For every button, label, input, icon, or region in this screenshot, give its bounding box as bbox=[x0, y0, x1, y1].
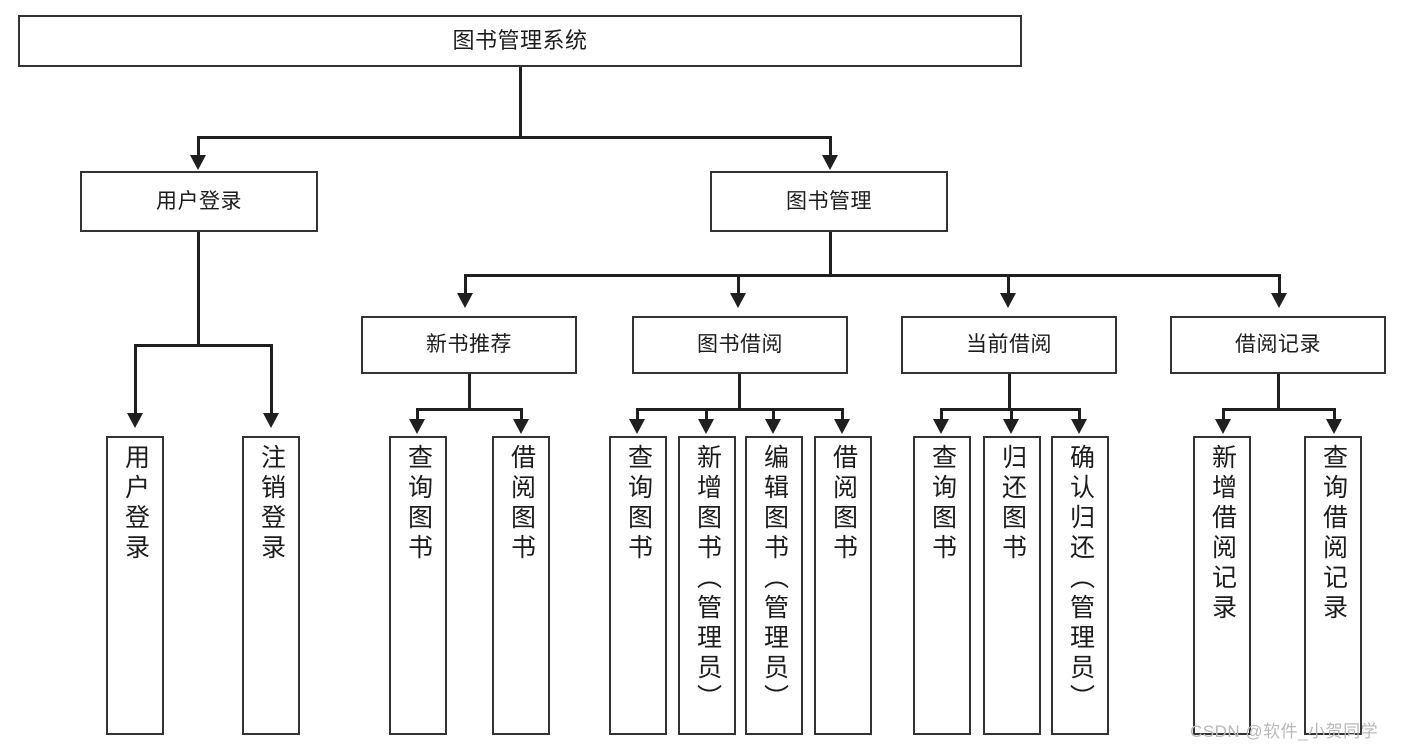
arrow-book-borrow-to-leaf-1 bbox=[698, 419, 714, 434]
connector-borrow-record-stem bbox=[1277, 374, 1280, 408]
connector-user-login-to-leaf-1 bbox=[270, 344, 273, 416]
connector-new-book-bus bbox=[416, 408, 522, 411]
connector-user-login-stem bbox=[197, 232, 200, 344]
node-label: 编辑图书（管理员） bbox=[760, 444, 789, 714]
leaf-current-borrow-1[interactable]: 归还图书 bbox=[983, 436, 1041, 735]
node-label: 归还图书 bbox=[998, 444, 1027, 564]
connector-book-borrow-to-leaf-2 bbox=[772, 408, 775, 420]
connector-book-borrow-bus bbox=[636, 408, 843, 411]
arrow-book-mgmt-to-l3-0 bbox=[457, 293, 473, 308]
connector-root-to-book-mgmt bbox=[829, 136, 832, 158]
arrow-user-login-to-leaf-1 bbox=[263, 413, 279, 428]
node-label: 用户登录 bbox=[156, 189, 242, 213]
connector-root-to-user-login bbox=[197, 136, 200, 158]
node-current-borrow[interactable]: 当前借阅 bbox=[901, 316, 1117, 374]
leaf-book-borrow-2[interactable]: 编辑图书（管理员） bbox=[745, 436, 803, 735]
node-label: 用户登录 bbox=[121, 444, 150, 564]
arrow-borrow-record-to-leaf-1 bbox=[1326, 419, 1342, 434]
arrow-new-book-to-leaf-0 bbox=[409, 419, 425, 434]
connector-new-book-to-leaf-0 bbox=[416, 408, 419, 420]
arrow-current-borrow-to-leaf-1 bbox=[1003, 419, 1019, 434]
connector-new-book-stem bbox=[468, 374, 471, 408]
connector-book-borrow-to-leaf-1 bbox=[705, 408, 708, 420]
arrow-root-to-user-login bbox=[190, 155, 206, 170]
node-user-login[interactable]: 用户登录 bbox=[80, 171, 318, 232]
node-label: 图书管理 bbox=[786, 189, 872, 213]
connector-current-borrow-to-leaf-0 bbox=[940, 408, 943, 420]
arrow-book-borrow-to-leaf-3 bbox=[834, 419, 850, 434]
connector-borrow-record-to-leaf-1 bbox=[1333, 408, 1336, 420]
leaf-current-borrow-0[interactable]: 查询图书 bbox=[913, 436, 971, 735]
arrow-book-mgmt-to-l3-3 bbox=[1271, 293, 1287, 308]
arrow-book-borrow-to-leaf-2 bbox=[765, 419, 781, 434]
connector-book-borrow-to-leaf-0 bbox=[636, 408, 639, 420]
leaf-borrow-record-0[interactable]: 新增借阅记录 bbox=[1193, 436, 1251, 735]
leaf-borrow-record-1[interactable]: 查询借阅记录 bbox=[1304, 436, 1362, 735]
leaf-book-borrow-0[interactable]: 查询图书 bbox=[609, 436, 667, 735]
connector-current-borrow-stem bbox=[1008, 374, 1011, 408]
node-label: 图书借阅 bbox=[697, 333, 783, 357]
connector-borrow-record-to-leaf-0 bbox=[1222, 408, 1225, 420]
node-label: 图书管理系统 bbox=[452, 28, 588, 54]
connector-root-stem bbox=[519, 67, 522, 136]
connector-new-book-to-leaf-1 bbox=[520, 408, 523, 420]
node-label: 新书推荐 bbox=[426, 333, 512, 357]
node-label: 当前借阅 bbox=[966, 333, 1052, 357]
node-label: 借阅记录 bbox=[1235, 333, 1321, 357]
node-label: 注销登录 bbox=[257, 444, 286, 564]
node-label: 查询图书 bbox=[928, 444, 957, 564]
node-borrow-record[interactable]: 借阅记录 bbox=[1170, 316, 1386, 374]
arrow-root-to-book-mgmt bbox=[822, 155, 838, 170]
node-label: 查询借阅记录 bbox=[1319, 444, 1348, 624]
connector-book-mgmt-to-l3-3 bbox=[1278, 274, 1281, 296]
leaf-user-login-0[interactable]: 用户登录 bbox=[106, 436, 164, 735]
csdn-watermark: CSDN @软件_小贺同学 bbox=[1190, 722, 1379, 741]
node-book-borrow[interactable]: 图书借阅 bbox=[632, 316, 848, 374]
connector-borrow-record-bus bbox=[1222, 408, 1335, 411]
arrow-book-mgmt-to-l3-1 bbox=[730, 293, 746, 308]
node-label: 新增图书（管理员） bbox=[693, 444, 722, 714]
connector-root-bus bbox=[197, 136, 831, 139]
connector-book-mgmt-stem bbox=[829, 232, 832, 274]
node-label: 借阅图书 bbox=[507, 444, 536, 564]
connector-book-mgmt-to-l3-1 bbox=[737, 274, 740, 296]
node-label: 借阅图书 bbox=[829, 444, 858, 564]
arrow-borrow-record-to-leaf-0 bbox=[1215, 419, 1231, 434]
arrow-user-login-to-leaf-0 bbox=[127, 413, 143, 428]
node-label: 确认归还（管理员） bbox=[1066, 444, 1095, 714]
node-label: 查询图书 bbox=[404, 444, 433, 564]
leaf-current-borrow-2[interactable]: 确认归还（管理员） bbox=[1051, 436, 1109, 735]
connector-book-borrow-stem bbox=[738, 374, 741, 408]
leaf-book-borrow-3[interactable]: 借阅图书 bbox=[814, 436, 872, 735]
arrow-new-book-to-leaf-1 bbox=[513, 419, 529, 434]
connector-book-mgmt-to-l3-0 bbox=[464, 274, 467, 296]
arrow-current-borrow-to-leaf-2 bbox=[1071, 419, 1087, 434]
leaf-book-borrow-1[interactable]: 新增图书（管理员） bbox=[678, 436, 736, 735]
leaf-new-book-recommend-0[interactable]: 查询图书 bbox=[389, 436, 447, 735]
connector-book-mgmt-to-l3-2 bbox=[1007, 274, 1010, 296]
node-label: 新增借阅记录 bbox=[1208, 444, 1237, 624]
node-new-book-recommend[interactable]: 新书推荐 bbox=[361, 316, 577, 374]
arrow-book-borrow-to-leaf-0 bbox=[629, 419, 645, 434]
node-book-management[interactable]: 图书管理 bbox=[710, 171, 948, 232]
connector-current-borrow-to-leaf-1 bbox=[1010, 408, 1013, 420]
node-label: 查询图书 bbox=[624, 444, 653, 564]
connector-book-mgmt-bus bbox=[464, 274, 1280, 277]
node-root-system[interactable]: 图书管理系统 bbox=[18, 15, 1022, 67]
connector-user-login-bus bbox=[134, 344, 272, 347]
arrow-current-borrow-to-leaf-0 bbox=[933, 419, 949, 434]
connector-current-borrow-to-leaf-2 bbox=[1078, 408, 1081, 420]
leaf-user-login-1[interactable]: 注销登录 bbox=[242, 436, 300, 735]
connector-book-borrow-to-leaf-3 bbox=[841, 408, 844, 420]
connector-user-login-to-leaf-0 bbox=[134, 344, 137, 416]
leaf-new-book-recommend-1[interactable]: 借阅图书 bbox=[492, 436, 550, 735]
arrow-book-mgmt-to-l3-2 bbox=[1000, 293, 1016, 308]
